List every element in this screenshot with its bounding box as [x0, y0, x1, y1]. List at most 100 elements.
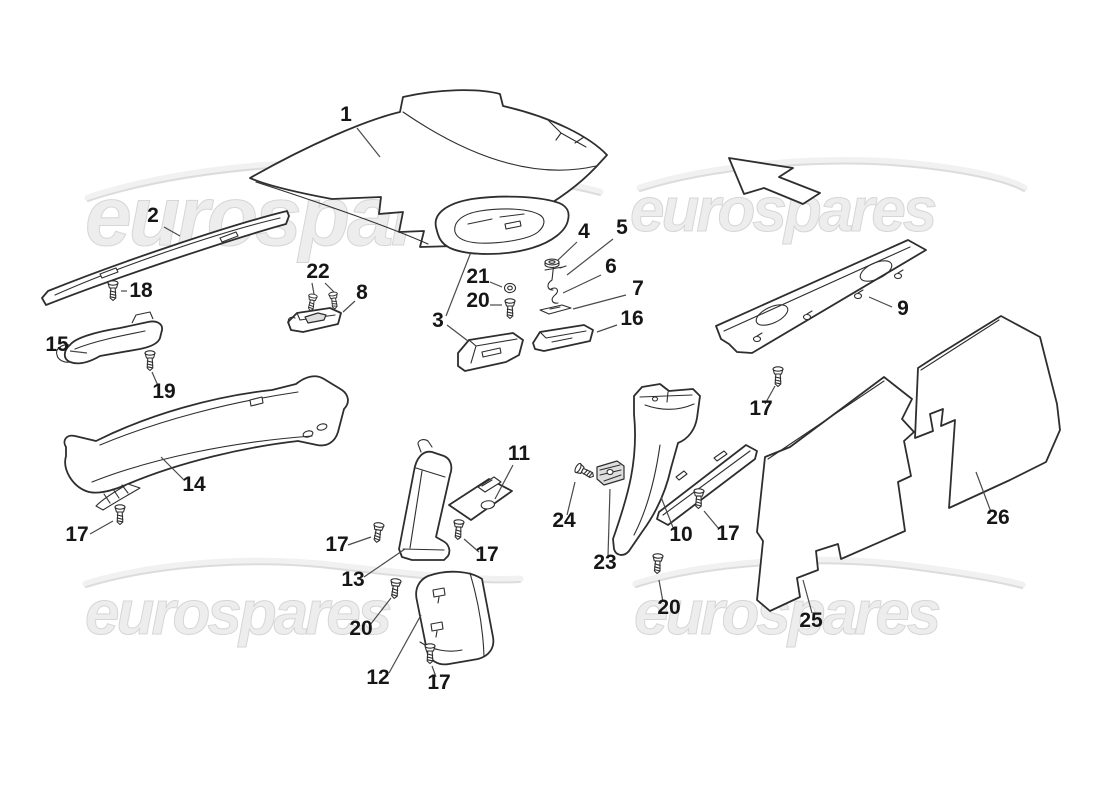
part-callout-23[interactable]: 23 — [593, 551, 616, 574]
screw-icon — [573, 462, 597, 482]
part-callout-15[interactable]: 15 — [45, 333, 69, 356]
part-callout-19[interactable]: 19 — [152, 380, 175, 403]
part-callout-6[interactable]: 6 — [605, 255, 617, 278]
leader-line-23 — [607, 488, 611, 557]
part-lock-plate — [539, 304, 572, 315]
leader-line-20 — [658, 579, 664, 603]
part-rear-header-inner — [723, 246, 911, 332]
screw-icon — [114, 504, 126, 526]
part-callout-24[interactable]: 24 — [552, 509, 576, 532]
part-callout-21[interactable]: 21 — [466, 265, 490, 288]
part-quarter-panel-right-edge — [920, 319, 1000, 371]
part-callout-2[interactable]: 2 — [147, 204, 159, 227]
part-quarter-panel-right-outline — [914, 315, 1061, 509]
part-clip-hole — [606, 468, 614, 476]
part-callout-1[interactable]: 1 — [340, 103, 352, 126]
part-callout-5[interactable]: 5 — [616, 216, 628, 239]
part-clip-strip-latch — [304, 312, 327, 324]
part-callout-17[interactable]: 17 — [716, 522, 739, 545]
part-lower-b-pillar-clip — [430, 621, 444, 632]
screw-icon — [651, 552, 664, 575]
part-callout-17[interactable]: 17 — [325, 533, 348, 556]
part-bracket-plate — [448, 476, 513, 521]
leader-line-3 — [446, 324, 469, 342]
part-callout-7[interactable]: 7 — [632, 277, 644, 300]
leader-line-1 — [356, 127, 381, 158]
part-roof-console-panel — [434, 195, 570, 255]
part-windscreen-rail-inner — [54, 217, 281, 296]
part-b-pillar-upper-knob — [417, 439, 433, 453]
part-console-bracket-shape — [544, 261, 567, 291]
part-callout-22[interactable]: 22 — [306, 260, 329, 283]
part-callout-16[interactable]: 16 — [620, 307, 643, 330]
part-c-pillar-hole — [651, 396, 659, 402]
part-c-pillar-rail — [656, 444, 758, 526]
part-callout-25[interactable]: 25 — [799, 609, 823, 632]
part-quarter-panel-left-outline — [756, 376, 915, 612]
washer-icon — [503, 282, 517, 294]
part-roof-console-lines — [467, 213, 525, 225]
part-callout-3[interactable]: 3 — [432, 309, 444, 332]
part-roof-headliner-corner-mark — [547, 119, 587, 148]
part-callout-17[interactable]: 17 — [65, 523, 88, 546]
part-clip-strip — [287, 307, 342, 333]
part-b-pillar-upper-outline — [398, 450, 453, 561]
part-bracket-plate-inner — [481, 479, 493, 487]
part-callout-18[interactable]: 18 — [129, 279, 153, 302]
part-callout-4[interactable]: 4 — [578, 220, 590, 243]
leader-line-15 — [69, 350, 88, 354]
part-c-pillar-outline — [612, 383, 701, 556]
part-callout-13[interactable]: 13 — [341, 568, 364, 591]
leader-line-25 — [802, 579, 813, 614]
part-windscreen-rail-slot — [99, 267, 119, 279]
part-b-pillar-upper-trim — [398, 439, 453, 561]
part-sun-visor-hook — [56, 344, 71, 363]
part-callout-12[interactable]: 12 — [366, 666, 389, 689]
part-callout-9[interactable]: 9 — [897, 297, 909, 320]
leader-line-21 — [489, 281, 503, 288]
leader-line-5 — [566, 238, 614, 276]
part-callout-17[interactable]: 17 — [475, 543, 498, 566]
screw-icon — [504, 298, 516, 320]
leader-line-8 — [342, 300, 356, 313]
part-callout-17[interactable]: 17 — [749, 397, 772, 420]
part-lower-b-pillar-inner — [469, 572, 485, 657]
part-rear-header-outline — [715, 239, 927, 354]
part-callout-14[interactable]: 14 — [182, 473, 206, 496]
leader-line-7 — [572, 294, 627, 310]
part-callout-11[interactable]: 11 — [508, 442, 531, 465]
part-a-pillar-slot — [316, 423, 328, 431]
leader-line-17 — [89, 520, 114, 535]
part-lock-plate-slot — [549, 306, 561, 310]
part-quarter-panel-right — [914, 315, 1061, 509]
leader-line-12 — [388, 614, 422, 674]
part-clip — [596, 460, 625, 486]
part-callout-20[interactable]: 20 — [466, 289, 489, 312]
leader-line-17 — [431, 665, 437, 678]
part-callout-10[interactable]: 10 — [669, 523, 692, 546]
part-windscreen-rail-slot — [219, 231, 239, 243]
part-a-pillar-inner — [91, 435, 313, 483]
part-console-bracket — [539, 261, 572, 315]
part-callout-8[interactable]: 8 — [356, 281, 368, 304]
part-a-pillar-inner — [99, 391, 299, 446]
part-callout-20[interactable]: 20 — [349, 617, 372, 640]
screw-icon — [144, 350, 156, 372]
part-trim-insert — [532, 324, 594, 352]
part-callout-20[interactable]: 20 — [657, 596, 680, 619]
part-windscreen-rail-outline — [41, 210, 290, 306]
part-rear-header-trim — [715, 239, 927, 354]
part-sun-visor — [56, 311, 163, 365]
part-bracket-plate-clip — [480, 500, 495, 510]
part-c-pillar-rail-slot — [713, 450, 728, 462]
screw-icon — [371, 521, 385, 544]
part-callout-26[interactable]: 26 — [986, 506, 1009, 529]
leader-line-22 — [311, 282, 315, 295]
part-retaining-hook — [550, 287, 559, 304]
part-c-pillar-rail-slot — [675, 470, 688, 481]
part-bracket-plate-outline — [448, 478, 513, 521]
watermark-swoosh — [636, 157, 1028, 192]
part-a-pillar-slot — [302, 430, 314, 438]
part-callout-17[interactable]: 17 — [427, 671, 450, 694]
